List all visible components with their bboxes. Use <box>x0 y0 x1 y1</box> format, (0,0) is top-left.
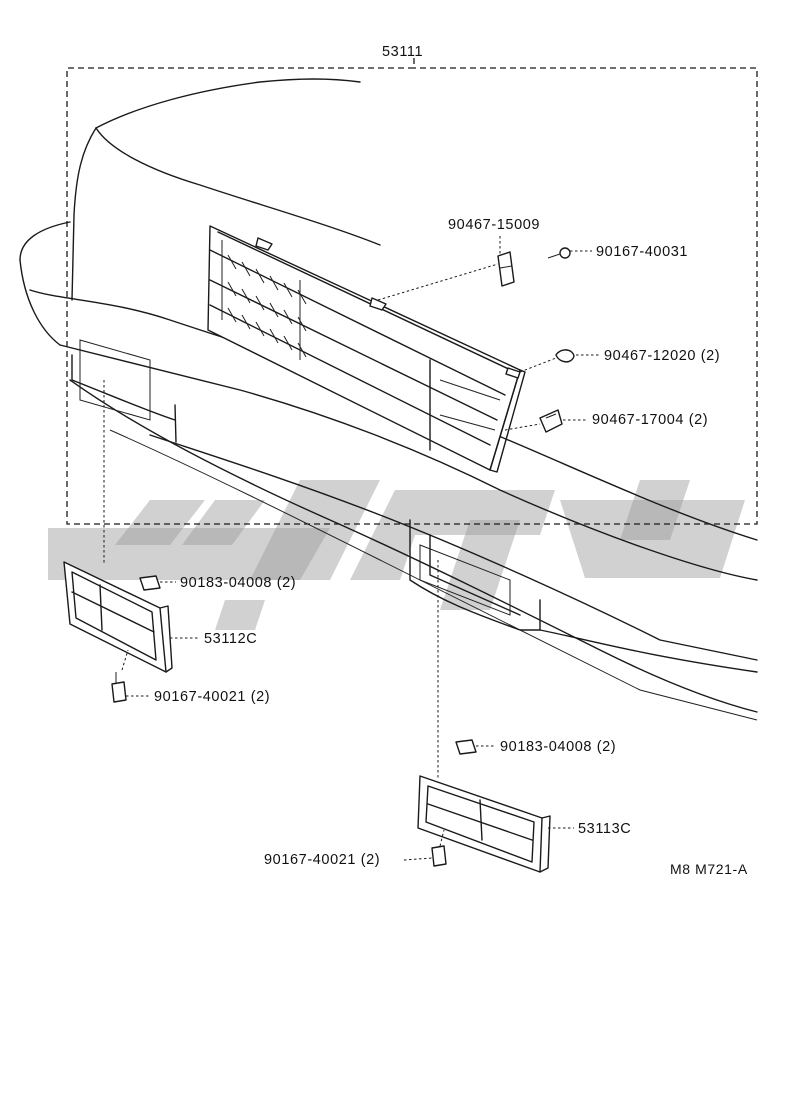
label-90167-40021-left: 90167-40021 (2) <box>154 689 270 705</box>
leader-lines-right <box>403 560 574 861</box>
leader-lines-main <box>377 236 600 431</box>
clip-90467-17004 <box>539 409 563 433</box>
clip-90467-12020 <box>555 349 575 363</box>
label-90467-17004: 90467-17004 (2) <box>592 412 708 428</box>
label-53112c: 53112C <box>204 631 257 647</box>
label-90183-04008-right: 90183-04008 (2) <box>500 739 616 755</box>
watermark-logo <box>48 480 745 630</box>
figure-reference: M8 M721-A <box>670 861 748 877</box>
label-53113c: 53113C <box>578 821 631 837</box>
side-grille-53112c <box>63 561 173 703</box>
label-90467-12020: 90467-12020 (2) <box>604 348 720 364</box>
grille-louver-pattern <box>227 254 307 358</box>
label-90183-04008-left: 90183-04008 (2) <box>180 575 296 591</box>
clip-90467-15009 <box>497 251 515 287</box>
assembly-boundary-box <box>66 58 758 525</box>
side-grille-53113c <box>417 739 551 873</box>
radiator-grille-53111 <box>207 225 526 473</box>
screw-90167-40031 <box>547 247 571 259</box>
label-90167-40031: 90167-40031 <box>596 244 688 260</box>
label-90467-15009: 90467-15009 <box>448 217 540 233</box>
leader-lines-left <box>103 380 200 697</box>
label-53111: 53111 <box>382 44 423 60</box>
label-90167-40021-right: 90167-40021 (2) <box>264 852 380 868</box>
